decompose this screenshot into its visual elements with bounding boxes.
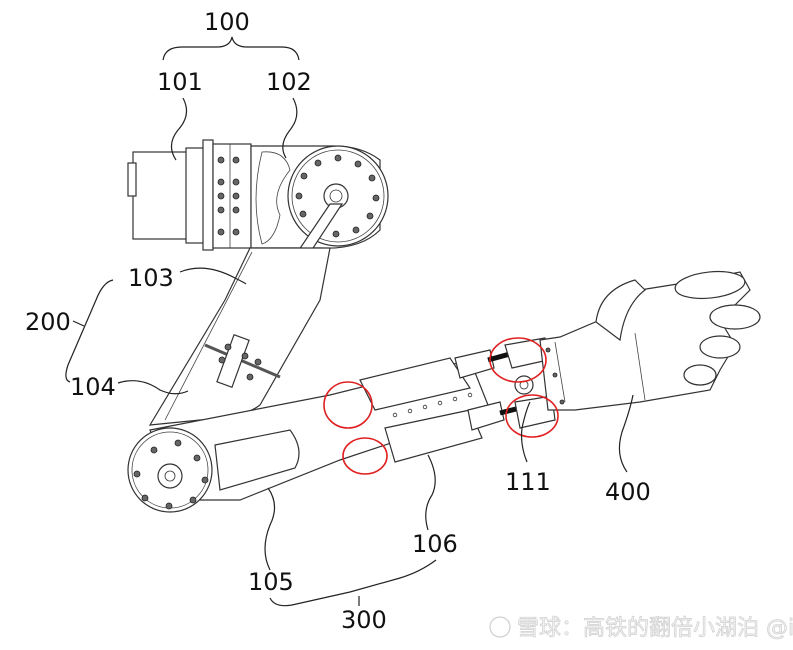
elbow-and-forearm (127, 337, 556, 513)
label-106: 106 (412, 530, 458, 558)
label-102: 102 (266, 68, 312, 96)
forearm-base-105 (214, 429, 300, 491)
label-100: 100 (204, 8, 250, 36)
shoulder-motor-body (132, 151, 189, 240)
highlight-forearm-upper (323, 381, 373, 429)
leader-lines (65, 36, 634, 607)
forearm-holes (392, 392, 473, 418)
highlight-wrist-lower (505, 394, 559, 438)
label-105: 105 (248, 568, 294, 596)
highlight-forearm-lower (342, 437, 388, 475)
watermark-text: 雪球：高铁的翻倍小湖泊 @ihucaijiiii (517, 616, 793, 641)
shoulder-assembly (127, 139, 389, 295)
lower-actuator (384, 409, 483, 463)
hand (539, 270, 761, 411)
watermark: 雪球：高铁的翻倍小湖泊 @ihucaijiiii (489, 616, 793, 641)
flange-bolts (217, 156, 240, 236)
watermark-logo-icon (489, 616, 511, 638)
upper-actuator (359, 357, 471, 411)
reference-labels: 100 101 102 103 200 104 105 106 300 111 … (25, 8, 651, 634)
label-200: 200 (25, 308, 71, 336)
thumb (595, 279, 646, 342)
flange-plate (202, 139, 214, 251)
highlight-circles (323, 337, 559, 475)
label-104: 104 (70, 373, 116, 401)
brace-300 (269, 559, 437, 607)
upper-arm-clamp (204, 334, 281, 388)
brace-100 (162, 36, 300, 61)
highlight-wrist-upper (489, 337, 547, 383)
motor-connector (127, 162, 137, 197)
label-101: 101 (157, 68, 203, 96)
label-300: 300 (341, 606, 387, 634)
elbow-disk-bolts (133, 439, 209, 510)
label-111: 111 (505, 468, 551, 496)
wrist-link-lower (514, 395, 556, 429)
label-400: 400 (605, 478, 651, 506)
shoulder-disk-bolts (295, 154, 380, 238)
brace-200 (65, 279, 114, 383)
upper-arm (148, 247, 331, 426)
fingers (674, 270, 761, 386)
label-103: 103 (128, 264, 174, 292)
